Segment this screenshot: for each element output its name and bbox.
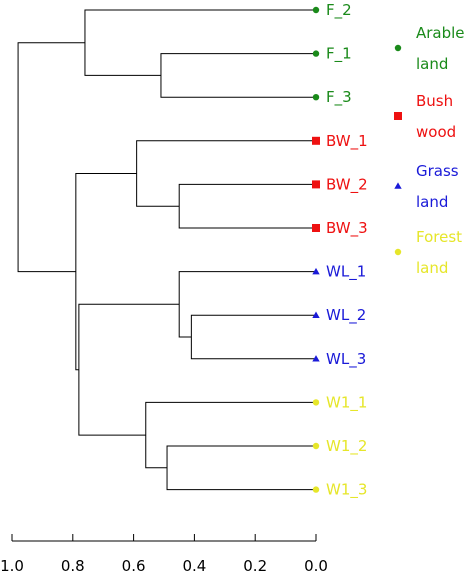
legend-text-forest-0: Forest [416,228,462,246]
leaf-marker-WL_2 [312,311,320,318]
leaf-marker-BW_2 [312,180,320,189]
leaf-label-F_2: F_2 [326,1,352,20]
leaf-marker-W1_3 [312,486,320,493]
leaf-label-WL_2: WL_2 [326,306,366,325]
x-tick-label-5: 0.0 [304,557,328,575]
leaf-label-BW_1: BW_1 [326,132,368,151]
branch-m8 [145,401,316,469]
branch-m11 [17,42,85,273]
leaf-marker-F_1 [312,50,320,57]
legend-text-grass-0: Grass [416,162,459,180]
leaf-marker-W1_1 [312,399,320,406]
branch-m9 [78,303,180,436]
branch-m5 [190,314,316,360]
leaf-marker-WL_1 [312,267,320,275]
leaf-label-WL_1: WL_1 [326,263,366,282]
leaf-label-W1_3: W1_3 [326,481,367,500]
leaf-label-F_1: F_1 [326,45,352,64]
legend-text-bush-0: Bush [416,92,453,110]
branch-m10 [75,173,137,371]
leaf-label-W1_2: W1_2 [326,437,367,456]
legend-text-bush-1: wood [416,123,456,141]
leaf-marker-W1_2 [312,442,320,450]
leaf-label-BW_2: BW_2 [326,175,368,194]
x-tick-label-3: 0.4 [182,557,206,575]
leaf-labels: F_2F_1F_3BW_1BW_2BW_3WL_1WL_2WL_3W1_1W1_… [312,1,368,500]
x-tick-label-4: 0.2 [243,557,267,575]
leaf-marker-BW_3 [312,224,320,232]
legend-text-grass-1: land [416,193,448,211]
legend-marker-grass [394,182,402,189]
leaf-marker-BW_1 [312,136,320,145]
branch-m4 [136,140,316,207]
leaf-label-WL_3: WL_3 [326,350,366,369]
legend-text-arable-0: Arable [416,24,465,42]
x-tick-label-2: 0.6 [122,557,146,575]
legend-marker-forest [394,248,402,256]
legend-text-arable-1: land [416,55,448,73]
dendrogram-branches [17,9,316,491]
x-tick-label-1: 0.8 [61,557,85,575]
legend-marker-arable [394,44,402,52]
branch-m6 [178,271,316,338]
leaf-marker-F_3 [312,94,320,101]
legend-marker-bush [394,112,402,120]
legend-text-forest-1: land [416,259,448,277]
branch-m1 [160,53,316,98]
leaf-label-F_3: F_3 [326,88,352,107]
x-axis: 1.0 0.8 0.6 0.4 0.2 0.0 [0,534,328,575]
leaf-marker-F_2 [312,6,320,14]
x-tick-label-0: 1.0 [0,557,24,575]
branch-m7 [166,445,316,491]
leaf-marker-WL_3 [312,355,320,362]
leaf-label-W1_1: W1_1 [326,393,367,412]
branch-m2 [84,9,316,76]
leaf-label-BW_3: BW_3 [326,219,368,238]
branch-m3 [178,183,316,229]
